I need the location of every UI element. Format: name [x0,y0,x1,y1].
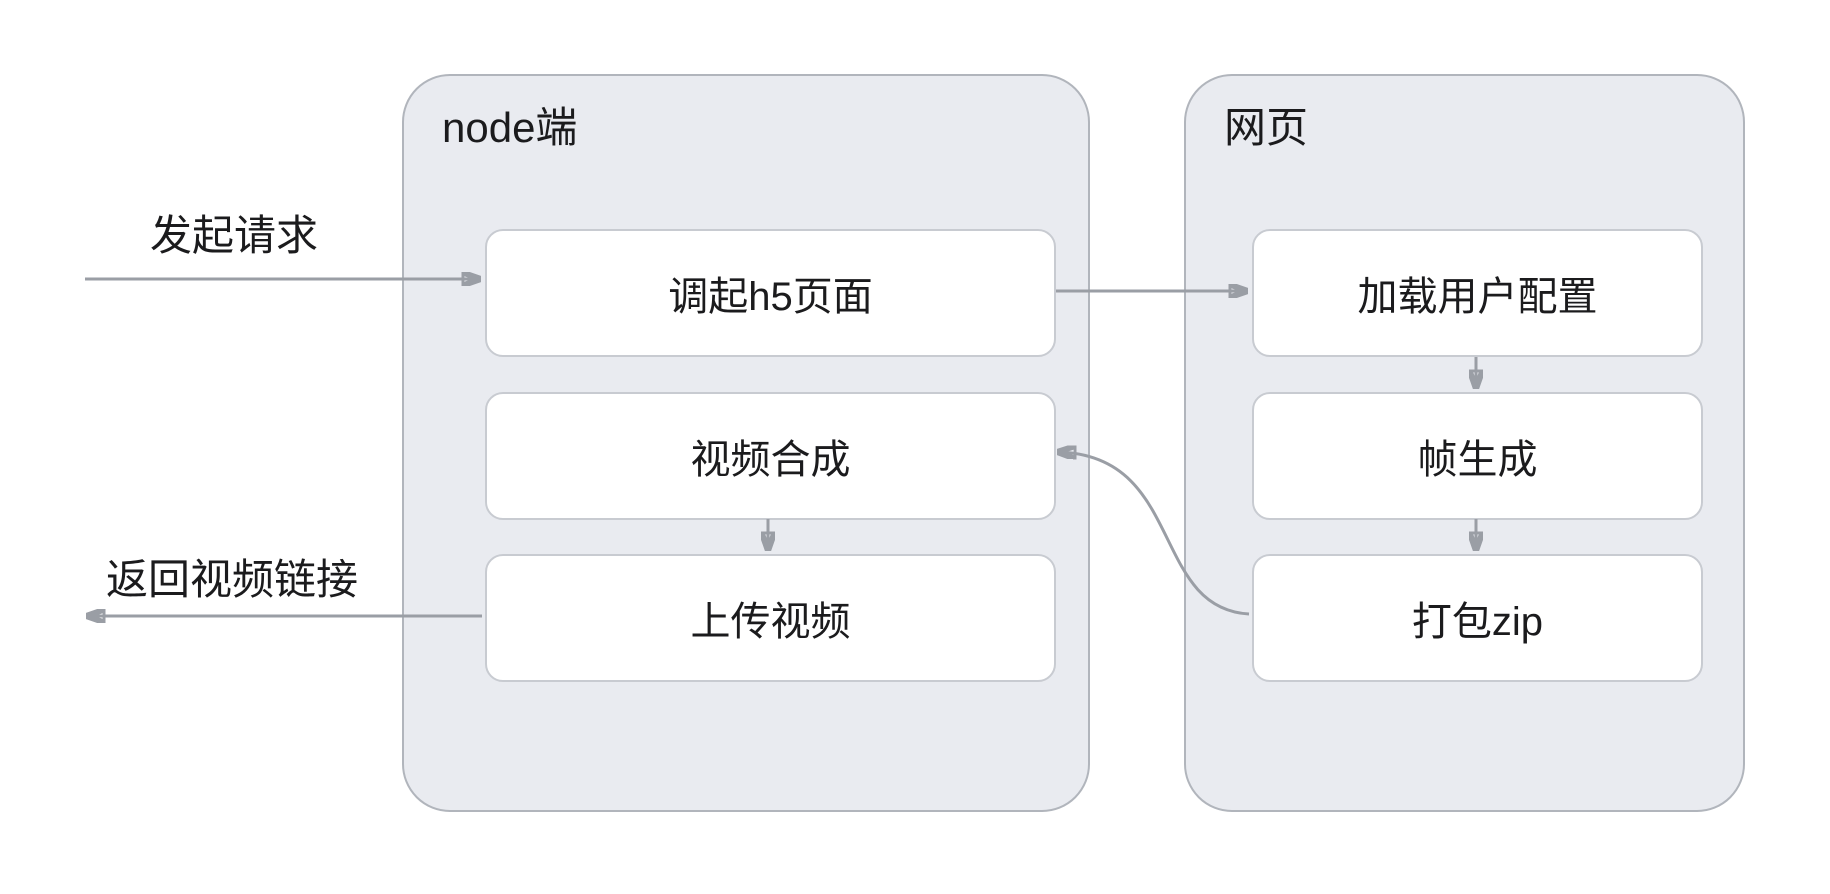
flow-box-load-user-config: 加载用户配置 [1252,229,1703,357]
node-container-title: node端 [442,104,578,151]
web-container: 网页 加载用户配置 帧生成 打包zip [1184,74,1745,812]
flow-box-upload-video: 上传视频 [485,554,1056,682]
flow-box-video-compose: 视频合成 [485,392,1056,520]
request-arrow-label: 发起请求 [150,212,319,259]
node-container: node端 调起h5页面 视频合成 上传视频 [402,74,1090,812]
flow-box-pack-zip: 打包zip [1252,554,1703,682]
flow-box-open-h5-page: 调起h5页面 [485,229,1056,357]
web-container-title: 网页 [1224,104,1309,151]
return-link-arrow-label: 返回视频链接 [106,556,359,603]
flow-box-frame-generate: 帧生成 [1252,392,1703,520]
